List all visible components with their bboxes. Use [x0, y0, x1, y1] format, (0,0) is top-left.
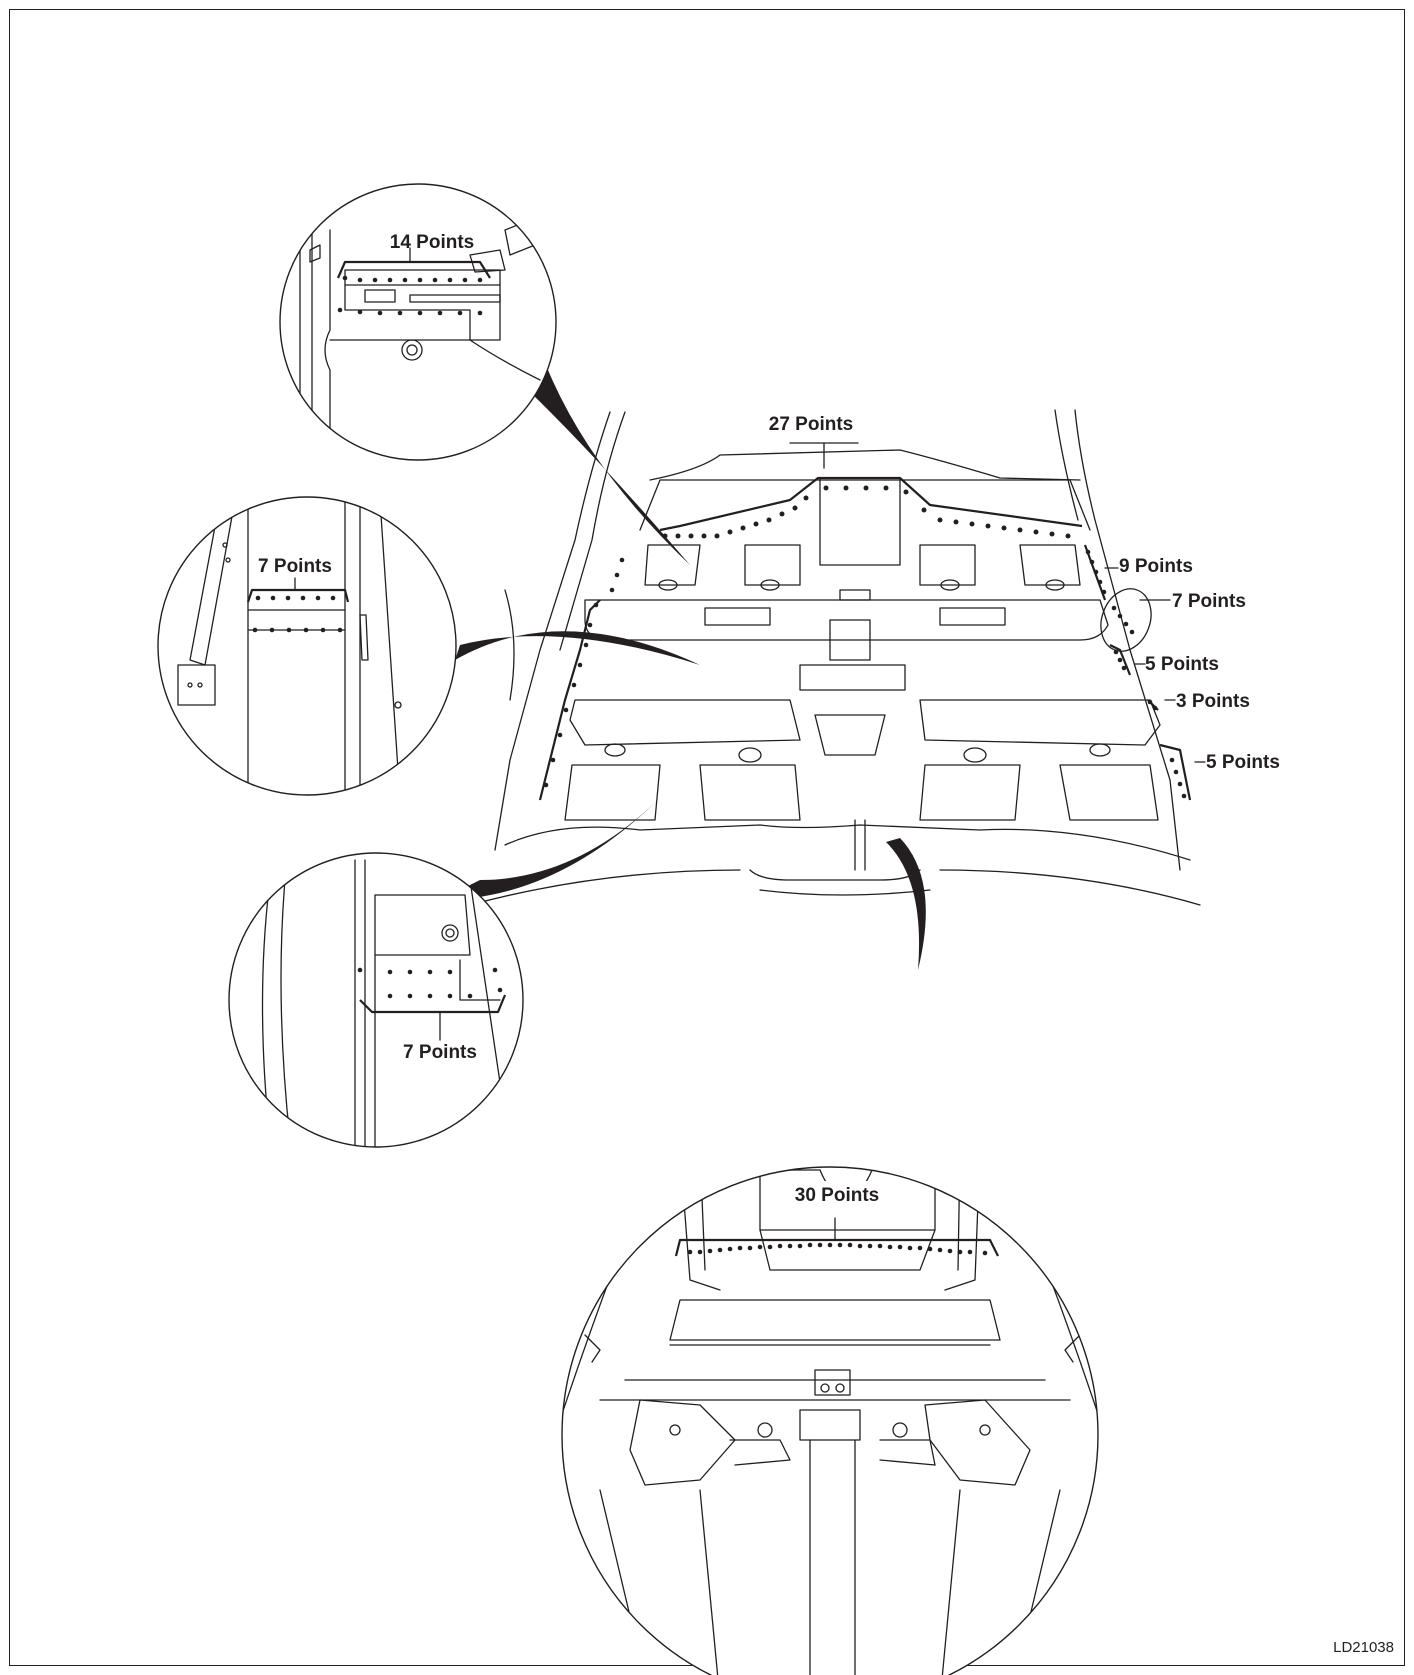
detail-circle-7-points-lower: 7 Points: [228, 852, 524, 1148]
figure-code: LD21038: [1333, 1639, 1394, 1656]
weld-points-left-side: [543, 557, 625, 788]
weld-points-right-side: [1085, 549, 1187, 799]
weld-points-14: [337, 275, 483, 316]
callout-right-9: 9 Points: [1119, 556, 1193, 577]
callout-rear-27: 27 Points: [769, 414, 853, 435]
detail-circle-14-points: 14 Points: [279, 183, 557, 461]
weld-points-main: [543, 485, 1187, 799]
main-callout-leaders: [789, 442, 1206, 763]
weld-points-rear-27: [662, 485, 1071, 539]
detail-label-7-lower: 7 Points: [403, 1042, 477, 1063]
detail-circle-30-points: 30 Points: [561, 1166, 1099, 1675]
floor-panel-drawing: [469, 409, 1201, 906]
detail-label-7-mid: 7 Points: [258, 556, 332, 577]
detail-circle-7-points-mid: 7 Points: [157, 496, 457, 796]
callout-right-3: 3 Points: [1176, 691, 1250, 712]
callout-right-5a: 5 Points: [1145, 654, 1219, 675]
weld-points-30: [687, 1242, 988, 1256]
detail-label-30: 30 Points: [795, 1185, 879, 1206]
callout-right-7: 7 Points: [1172, 591, 1246, 612]
weld-points-7-mid: [252, 595, 343, 633]
weld-points-7-lower: [357, 967, 503, 999]
detail-label-14: 14 Points: [390, 232, 474, 253]
callout-right-5b: 5 Points: [1206, 752, 1280, 773]
